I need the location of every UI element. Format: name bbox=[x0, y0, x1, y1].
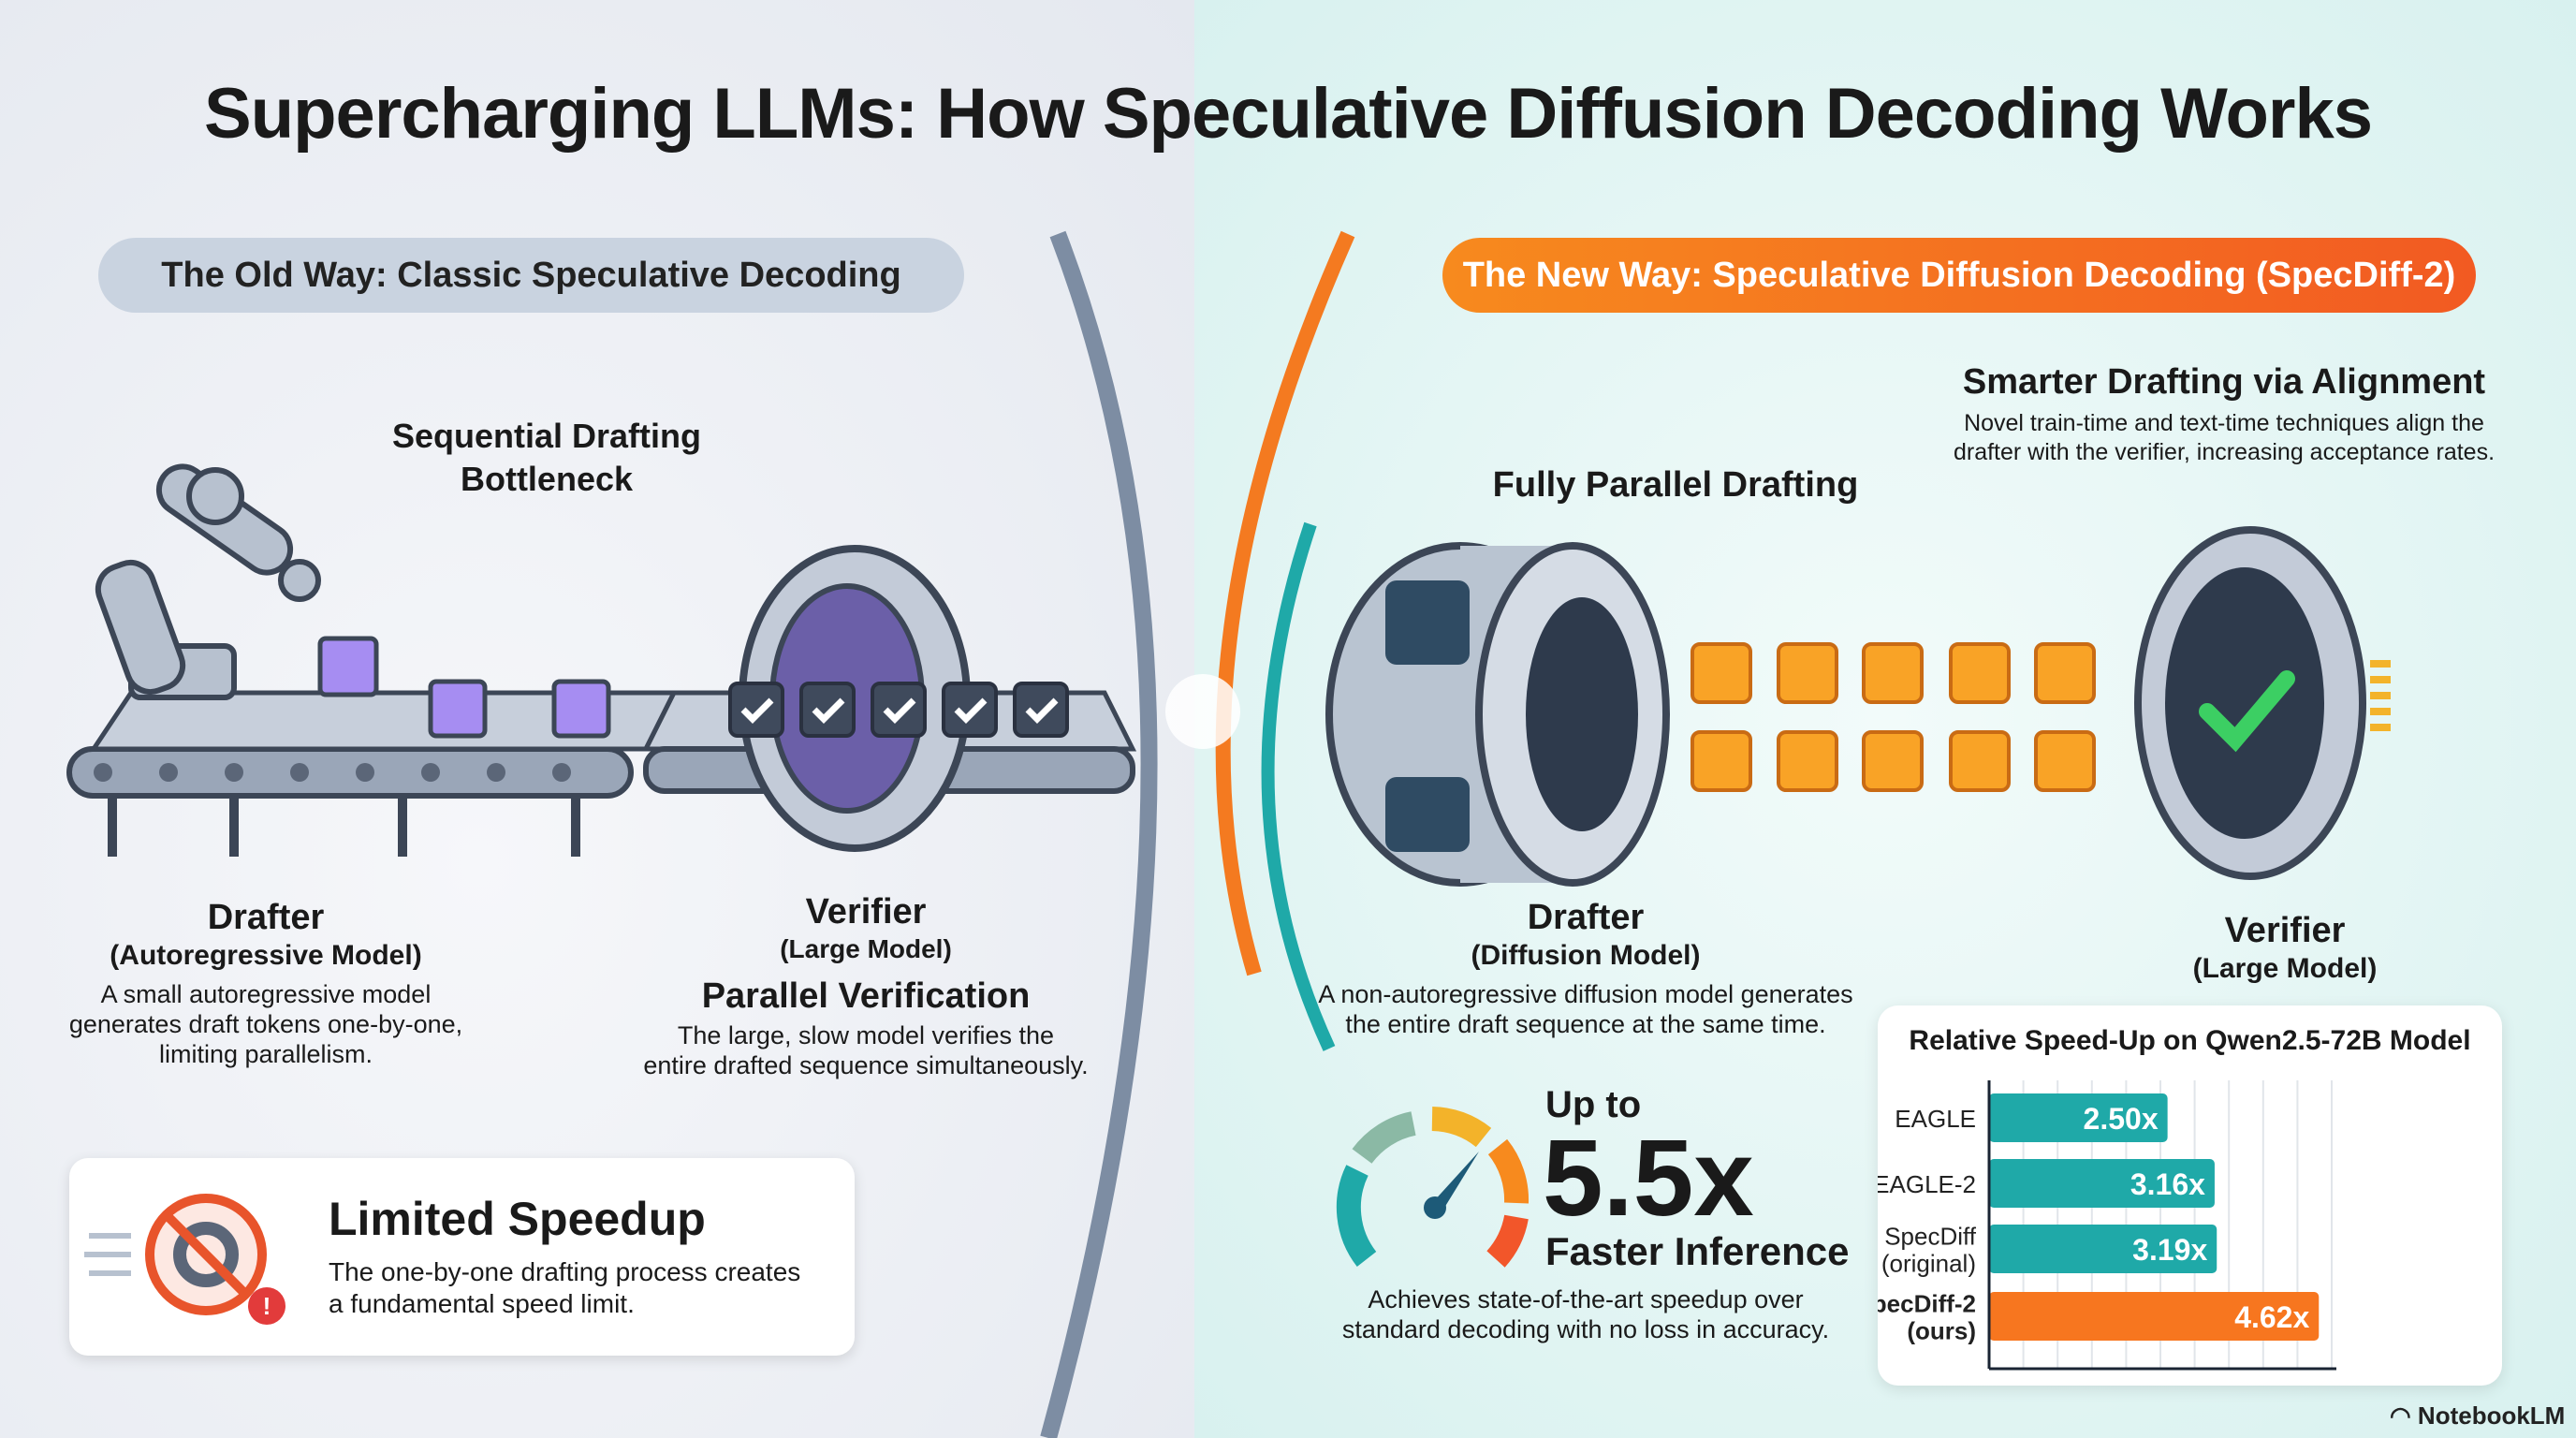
description-line: drafter with the verifier, increasing ac… bbox=[1953, 439, 2496, 465]
bar-eagle bbox=[1989, 1093, 2168, 1142]
description-line: limiting parallelism. bbox=[158, 1040, 373, 1068]
bar-specdiff-original- bbox=[1989, 1225, 2217, 1273]
description-line: Novel train-time and text-time technique… bbox=[1964, 410, 2484, 436]
checkmark-tokens bbox=[728, 682, 1069, 738]
speedometer-rocket-icon bbox=[1336, 1107, 1530, 1268]
no-gear-icon: ! bbox=[84, 1194, 285, 1325]
old-drafter-description: A small autoregressive model generates d… bbox=[69, 979, 462, 1069]
category-label: (ours) bbox=[1907, 1317, 1976, 1345]
parallel-verification-title: Parallel Verification bbox=[701, 976, 1031, 1016]
description-line: standard decoding with no loss in accura… bbox=[1341, 1315, 1830, 1343]
old-drafter-subtitle: (Autoregressive Model) bbox=[110, 940, 422, 971]
diffusion-drafter-icon bbox=[1325, 542, 1670, 887]
notebooklm-branding: ◠ NotebookLM bbox=[2390, 1401, 2565, 1431]
description-line: The large, slow model verifies the bbox=[677, 1021, 1055, 1049]
speedup-description: Achieves state-of-the-art speedup over s… bbox=[1342, 1284, 1829, 1344]
limited-speedup-card: ! Limited Speedup The one-by-one draftin… bbox=[69, 1158, 855, 1356]
alignment-description: Novel train-time and text-time technique… bbox=[1954, 409, 2495, 467]
bar-value-label: 4.62x bbox=[2234, 1300, 2309, 1334]
teal-burst-arc bbox=[1261, 521, 1336, 1051]
limited-speedup-description: The one-by-one drafting process creates … bbox=[329, 1256, 800, 1320]
fully-parallel-label: Fully Parallel Drafting bbox=[1492, 465, 1859, 505]
bar-specdiff-2-ours- bbox=[1989, 1292, 2320, 1341]
description-line: the entire draft sequence at the same ti… bbox=[1345, 1010, 1826, 1038]
new-verifier-title: Verifier bbox=[2224, 911, 2346, 950]
orange-token-cubes bbox=[1690, 642, 2096, 792]
orange-burst-arc bbox=[1215, 230, 1355, 976]
description-line: a fundamental speed limit. bbox=[329, 1289, 635, 1318]
speedup-value: 5.5x bbox=[1543, 1117, 1754, 1239]
alignment-title: Smarter Drafting via Alignment bbox=[1962, 362, 2486, 402]
speedup-suffix: Faster Inference bbox=[1545, 1229, 1850, 1273]
old-way-header: The Old Way: Classic Speculative Decodin… bbox=[98, 238, 964, 313]
category-label: SpecDiff bbox=[1884, 1223, 1977, 1251]
speedup-bar-chart: 2.50x EAGLE 3.16x EAGLE-2 3.19x SpecDiff(orig… bbox=[1878, 1080, 2336, 1371]
new-drafter-description: A non-autoregressive diffusion model gen… bbox=[1318, 979, 1852, 1039]
description-line: A non-autoregressive diffusion model gen… bbox=[1318, 980, 1853, 1008]
parallel-verification-description: The large, slow model verifies the entir… bbox=[643, 1020, 1088, 1080]
category-label: (original) bbox=[1881, 1250, 1976, 1278]
bar-eagle-2 bbox=[1989, 1159, 2215, 1208]
verifier-ring-new-icon bbox=[2134, 526, 2391, 880]
old-verifier-subtitle: (Large Model) bbox=[780, 934, 952, 963]
description-line: entire drafted sequence simultaneously. bbox=[643, 1051, 1089, 1079]
old-verifier-title: Verifier bbox=[805, 892, 927, 932]
new-drafter-title: Drafter bbox=[1527, 898, 1645, 937]
page-title: Supercharging LLMs: How Speculative Diff… bbox=[204, 74, 2373, 154]
category-label: SpecDiff-2 bbox=[1878, 1290, 1976, 1318]
branding-text: NotebookLM bbox=[2417, 1401, 2566, 1430]
svg-text:!: ! bbox=[263, 1292, 271, 1320]
bar-value-label: 3.16x bbox=[2130, 1167, 2205, 1201]
divider-arc bbox=[1040, 230, 1158, 1438]
new-way-header: The New Way: Speculative Diffusion Decod… bbox=[1442, 238, 2476, 313]
description-line: The one-by-one drafting process creates bbox=[329, 1257, 801, 1286]
old-drafter-title: Drafter bbox=[207, 898, 325, 937]
robot-arm-icon bbox=[95, 463, 321, 700]
purple-token-cubes bbox=[317, 636, 611, 739]
limited-speedup-title: Limited Speedup bbox=[329, 1193, 706, 1245]
bar-value-label: 3.19x bbox=[2132, 1233, 2207, 1267]
description-line: A small autoregressive model bbox=[100, 980, 432, 1008]
bar-value-label: 2.50x bbox=[2084, 1102, 2159, 1136]
bottleneck-label: Sequential Drafting Bottleneck bbox=[391, 417, 702, 498]
notebooklm-logo-icon: ◠ bbox=[2390, 1401, 2418, 1430]
category-label: EAGLE-2 bbox=[1878, 1170, 1976, 1198]
speedup-chart-card: Relative Speed-Up on Qwen2.5-72B Model 2… bbox=[1878, 1005, 2502, 1386]
chart-title: Relative Speed-Up on Qwen2.5-72B Model bbox=[1909, 1025, 2471, 1056]
burst-glow bbox=[1165, 674, 1240, 749]
new-drafter-subtitle: (Diffusion Model) bbox=[1471, 940, 1701, 971]
category-label: EAGLE bbox=[1895, 1105, 1976, 1133]
description-line: Achieves state-of-the-art speedup over bbox=[1368, 1285, 1804, 1313]
description-line: generates draft tokens one-by-one, bbox=[68, 1010, 463, 1038]
new-verifier-subtitle: (Large Model) bbox=[2192, 953, 2378, 984]
speedup-prefix: Up to bbox=[1545, 1084, 1642, 1125]
